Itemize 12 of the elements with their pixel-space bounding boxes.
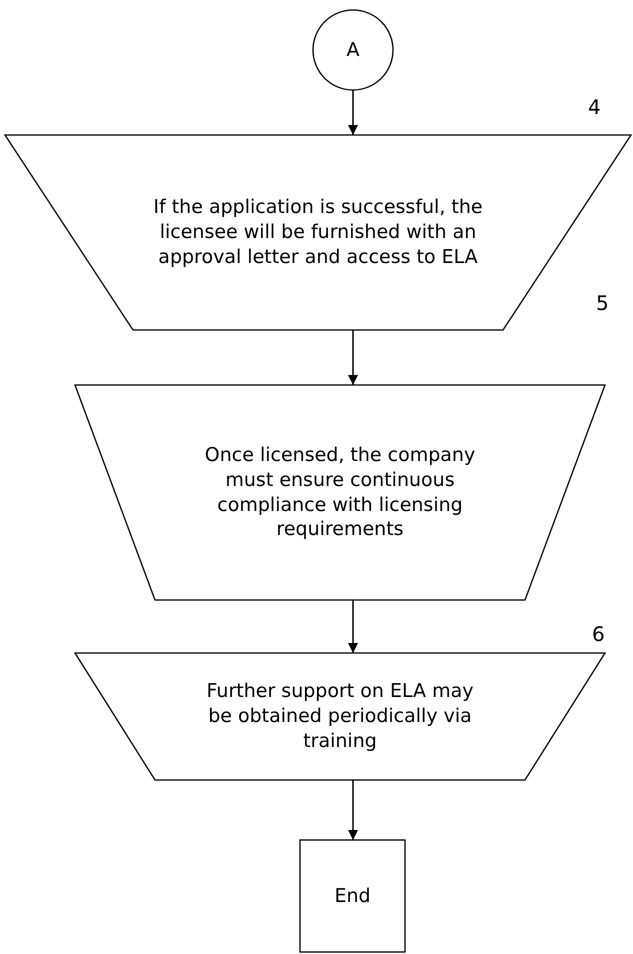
arrow (348, 780, 358, 840)
step-text: Once licensed, the company must ensure continuous compliance with licensing requirements (204, 443, 476, 542)
step-text: A (346, 38, 360, 62)
step-number: 4 (588, 95, 601, 119)
step-text: Further support on ELA may be obtained periodically via training (206, 679, 474, 754)
step-number: 5 (596, 291, 609, 315)
step-text: If the application is successful, the licensee will be furnished with an approval letter and access to ELA (152, 195, 484, 270)
step-text: End (334, 884, 371, 908)
arrow (348, 330, 358, 385)
step-number: 6 (592, 622, 605, 646)
arrow (348, 600, 358, 653)
arrow (348, 90, 358, 135)
